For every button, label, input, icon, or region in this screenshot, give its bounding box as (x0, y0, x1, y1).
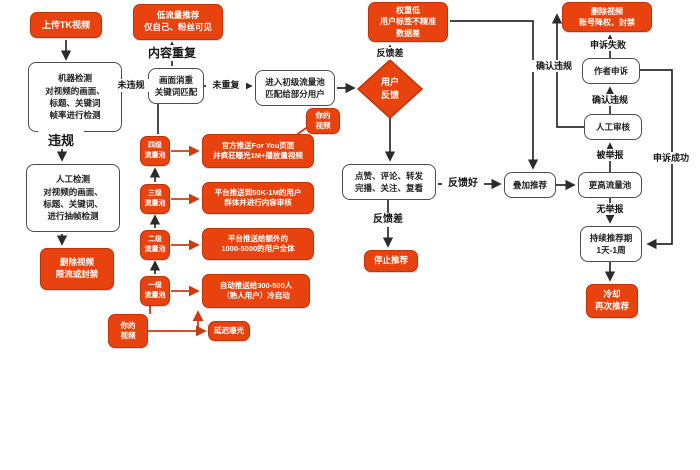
label-feedback-bad-top: 反馈差 (372, 47, 408, 60)
node-higher-traffic-pool: 更高流量池 (578, 172, 642, 198)
node-machine-check: 机器检测 对视频的画面、 标题、关键词 帧率进行检测 (28, 62, 122, 132)
node-pool-level-3-desc: 平台推送到50K-1M的用户 群体并进行内容审核 (202, 182, 314, 214)
node-pool-level-1: 一级 流量池 (140, 276, 170, 306)
label-reported: 被举报 (592, 149, 628, 161)
node-your-video-top: 你的 视频 (306, 108, 340, 134)
node-manual-check: 人工检测 对视频的画面、 标题、关键词、 进行抽帧检测 (26, 164, 120, 232)
node-delete-video-ban: 删除视频 账号降权、封禁 (562, 2, 652, 32)
label-feedback-bad-bottom: 反馈差 (368, 213, 408, 227)
node-stack-recommend: 叠加推荐 (504, 172, 556, 198)
node-low-weight-bad-data: 权重低 用户标签不精准 数据差 (368, 2, 448, 42)
node-pool-level-1-desc: 自动推送给300-500人 （熟人用户）冷启动 (202, 274, 310, 308)
label-no-violation: 未违规 (110, 79, 152, 92)
node-pool-level-2-desc: 平台推送给额外的 1000-5000的用户全体 (202, 228, 314, 260)
node-pool-level-4-desc: 官方推送For You页面 并疯狂曝光1M+播放量视频 (202, 134, 314, 168)
label-not-repeat: 未重复 (206, 79, 246, 92)
node-your-video-bottom: 你的 视频 (108, 314, 148, 348)
node-manual-review: 人工审核 (584, 114, 642, 140)
node-delete-video-restrict: 删除视频 限流或封禁 (40, 248, 114, 290)
node-author-appeal: 作者申诉 (582, 58, 640, 84)
arrow-lowweight-to-stack (450, 20, 539, 170)
label-confirm-violation: 确认违规 (587, 94, 633, 106)
label-appeal-success: 申诉成功 (648, 152, 694, 164)
node-upload-tk-video: 上传TK视频 (30, 12, 102, 38)
node-sustain-recommend-period: 持续推荐期 1天-1周 (580, 226, 642, 262)
label-no-report: 无举报 (592, 203, 628, 215)
node-stop-recommend: 停止推荐 (364, 250, 418, 272)
node-delayed-exposure: 延迟曝光 (208, 321, 250, 341)
node-dedup-keyword-match: 画面消重 关键词匹配 (148, 68, 204, 104)
user-feedback-diamond-shape (356, 58, 424, 120)
node-low-traffic-recommend: 低流量推荐 仅自己、粉丝可见 (133, 4, 223, 40)
node-pool-level-2: 二级 流量池 (140, 230, 170, 260)
node-user-feedback-diamond: 用户 反馈 (380, 77, 399, 100)
node-enter-primary-pool: 进入初级流量池 匹配给部分用户 (255, 70, 335, 106)
node-engagement-metrics: 点赞、评论、转发 完播、关注、复看 (342, 164, 436, 200)
node-pool-level-4: 四级 流量池 (140, 136, 170, 166)
label-confirm-violation-left: 确认违规 (531, 60, 577, 72)
label-appeal-fail: 申诉失败 (586, 39, 630, 51)
label-feedback-good: 反馈好 (442, 177, 484, 191)
node-pool-level-3: 三级 流量池 (140, 184, 170, 214)
label-content-repeat: 内容重复 (141, 45, 203, 61)
arrow-review-to-deleteban-left (551, 13, 584, 128)
label-violation: 违规 (38, 131, 84, 149)
node-cooldown-recommend: 冷却 再次推荐 (586, 284, 638, 318)
